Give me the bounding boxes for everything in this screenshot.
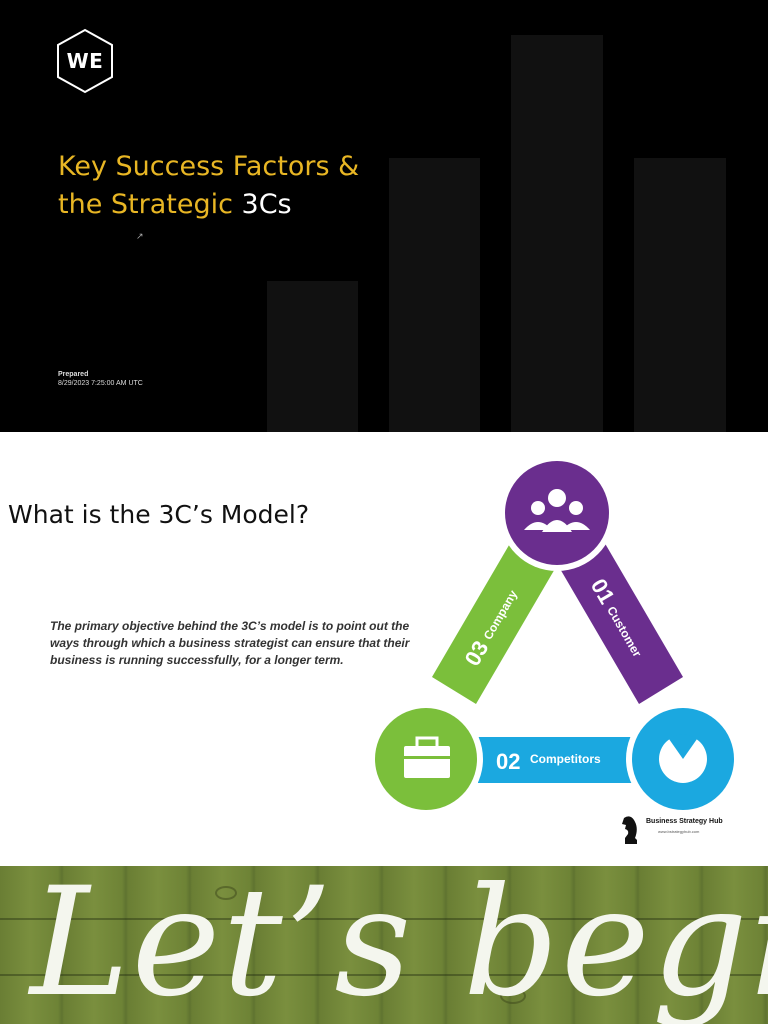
arrow-icon: ↗ <box>136 231 144 241</box>
competitors-band: 02 Competitors <box>478 737 638 783</box>
prepared-label: Prepared <box>58 371 89 378</box>
brand-url: www.bstrategyhub.com <box>658 829 700 834</box>
wood-plank-line <box>0 974 768 976</box>
decorative-bar-1 <box>267 281 358 432</box>
people-icon <box>524 489 590 532</box>
wood-knot <box>500 988 526 1004</box>
wood-knot <box>215 886 237 900</box>
chess-knight-icon <box>622 816 637 844</box>
decorative-bar-2 <box>389 158 480 432</box>
title-slide: WE Key Success Factors & the Strategic 3… <box>0 0 768 432</box>
company-band: 03 Company <box>432 540 556 704</box>
title-line-2-prefix: the Strategic <box>58 189 242 220</box>
customer-node <box>499 455 615 571</box>
decorative-bar-3 <box>511 35 603 432</box>
pie-chart-icon <box>659 734 707 783</box>
briefcase-icon <box>404 736 450 778</box>
company-node <box>369 702 483 812</box>
slide-title: What is the 3C’s Model? <box>8 500 310 529</box>
logo-text: WE <box>66 49 104 73</box>
business-strategy-hub-brand: Business Strategy Hub www.bstrategyhub.c… <box>620 812 723 851</box>
decorative-bar-4 <box>634 158 726 432</box>
prepared-info: Prepared 8/29/2023 7:25:00 AM UTC <box>58 370 143 388</box>
competitors-number: 02 <box>496 749 520 774</box>
model-slide: What is the 3C’s Model? The primary obje… <box>0 432 768 866</box>
slide-title: Key Success Factors & the Strategic 3Cs <box>58 148 359 224</box>
title-line-1: Key Success Factors & <box>58 151 360 182</box>
prepared-date: 8/29/2023 7:25:00 AM UTC <box>58 380 143 387</box>
competitors-label: Competitors <box>530 752 601 766</box>
wood-plank-line <box>0 918 768 920</box>
title-accent: 3Cs <box>241 189 292 220</box>
hexagon-logo-icon <box>57 28 113 94</box>
three-c-diagram: 01 Customer 03 Company 02 Competitors <box>369 455 740 812</box>
lets-begin-text: Let’s begin… <box>30 866 768 1024</box>
competitors-node <box>626 702 740 812</box>
lets-begin-slide: Let’s begin… <box>0 866 768 1024</box>
slide-body-text: The primary objective behind the 3C’s mo… <box>50 619 410 667</box>
customer-band: 01 Customer <box>559 540 683 704</box>
brand-name: Business Strategy Hub <box>646 818 723 825</box>
